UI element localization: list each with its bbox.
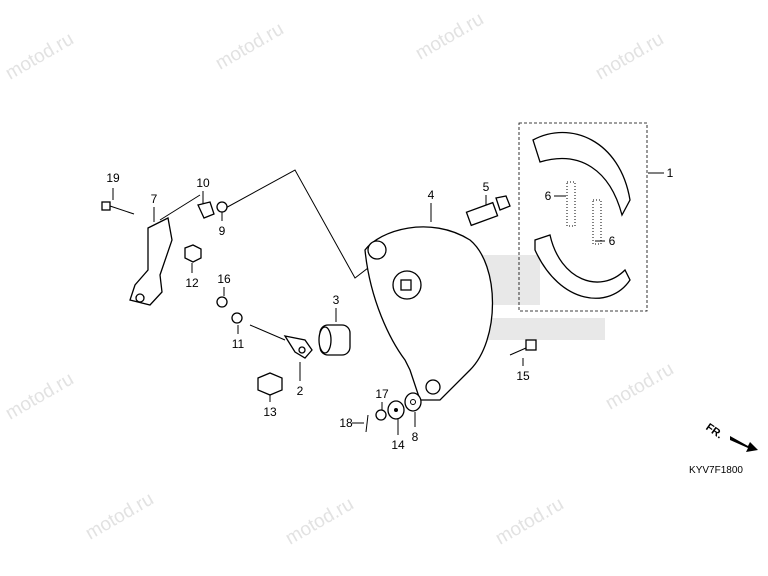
watermark-text: motod.ru [492,494,567,550]
brake-shoes [532,131,631,299]
brake-rod-2 [249,324,313,359]
arrow-icon [730,436,758,452]
indicator-plate-10 [197,201,215,219]
callout-17: 17 [375,387,389,401]
brake-panel-4 [364,226,494,401]
callout-1: 1 [667,166,674,180]
watermark-text: motod.ru [602,359,677,415]
collar-3 [318,324,351,356]
callout-7: 7 [151,192,158,206]
callout-6: 6 [609,234,616,248]
leader-lines [112,169,664,435]
watermark-text: motod.ru [2,369,77,425]
callout-18: 18 [339,416,353,430]
callout-2: 2 [297,384,304,398]
front-label: FR. [703,421,724,441]
springs-6 [566,181,602,245]
nut-16 [216,296,228,308]
brake-cam-5 [465,195,511,227]
callout-10: 10 [196,176,210,190]
callout-5: 5 [483,180,490,194]
cotter-pin-18 [365,414,369,433]
callout-13: 13 [263,405,277,419]
washer-8 [404,392,422,412]
nut-11 [231,312,243,324]
callout-8: 8 [412,430,419,444]
watermark-text: motod.ru [212,19,287,75]
callout-4: 4 [428,188,435,202]
watermark-text: motod.ru [412,9,487,65]
callout-15: 15 [516,369,530,383]
nut-12 [184,244,202,263]
callout-3: 3 [333,293,340,307]
callout-12: 12 [185,276,199,290]
nut-13 [257,372,283,396]
callout-19: 19 [106,171,120,185]
brake-shoe-kit-box [518,122,648,312]
callout-9: 9 [219,224,226,238]
watermark-text: motod.ru [592,29,667,85]
nut-17 [375,409,387,421]
bolt-19 [101,201,135,215]
watermark-text: motod.ru [282,494,357,550]
bolt-15 [509,339,537,356]
brake-arm [129,217,173,306]
callout-6: 6 [545,189,552,203]
callout-11: 11 [232,337,245,351]
diagram-code: KYV7F1800 [689,465,743,476]
callout-14: 14 [391,438,405,452]
front-direction-arrow: FR. [703,421,758,452]
watermark-text: motod.ru [2,29,77,85]
callout-16: 16 [217,272,231,286]
watermark-text: motod.ru [82,489,157,545]
washer-9 [216,201,228,213]
washer-14 [387,400,405,420]
